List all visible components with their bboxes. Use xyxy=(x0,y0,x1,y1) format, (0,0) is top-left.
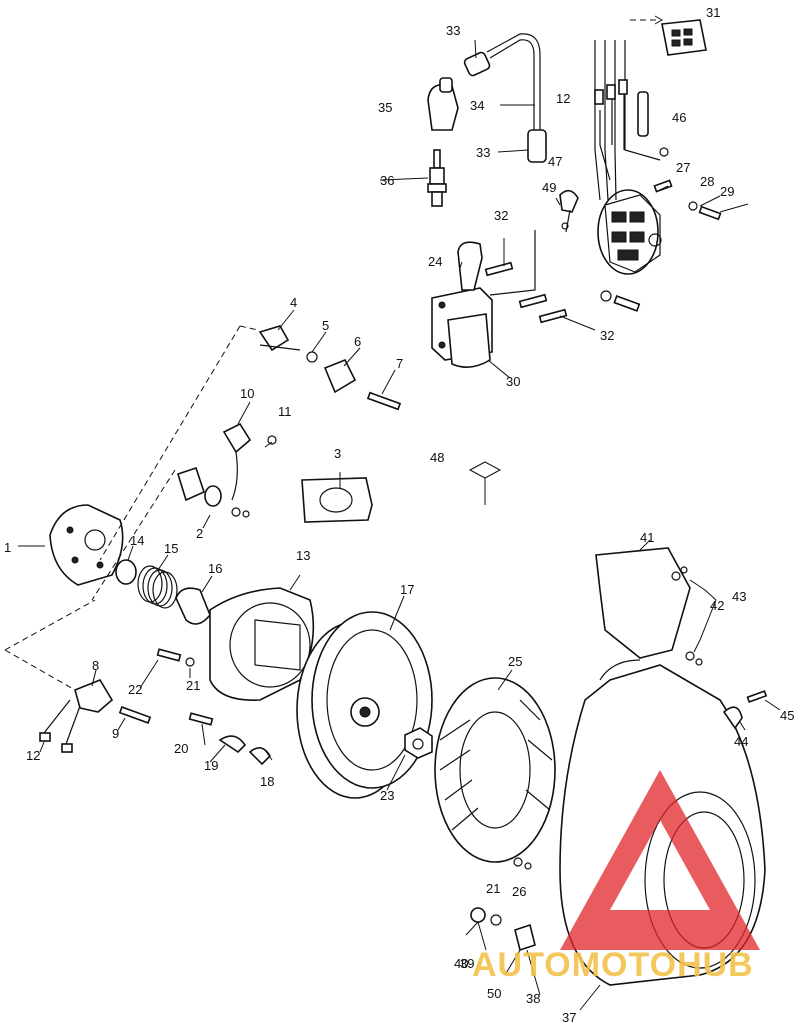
watermark-triangle xyxy=(560,770,760,950)
part-number-label: 45 xyxy=(780,708,794,723)
wire-clip-47 xyxy=(559,189,579,233)
part-number-label: 30 xyxy=(506,374,520,389)
part-number-label: 17 xyxy=(400,582,414,597)
part-number-label: 31 xyxy=(706,5,720,20)
part-number-label: 18 xyxy=(260,774,274,789)
nut-23 xyxy=(404,727,433,759)
part-number-label: 26 xyxy=(512,884,526,899)
part-number-label: 44 xyxy=(734,734,748,749)
shroud-bracket-41 xyxy=(595,547,703,666)
part-number-label: 23 xyxy=(380,788,394,803)
part-number-label: 21 xyxy=(486,881,500,896)
part-number-label: 43 xyxy=(732,589,746,604)
part-number-label: 3 xyxy=(334,446,341,461)
part-number-label: 35 xyxy=(378,100,392,115)
part-number-label: 22 xyxy=(128,682,142,697)
part-number-label: 2 xyxy=(196,526,203,541)
starter-cup-13 xyxy=(209,587,315,701)
part-number-label: 13 xyxy=(296,548,310,563)
part-number-label: 10 xyxy=(240,386,254,401)
part-number-label: 6 xyxy=(354,334,361,349)
part-number-label: 36 xyxy=(380,173,394,188)
bracket-44-45 xyxy=(722,690,768,730)
part-number-label: 33 xyxy=(476,145,490,160)
leader-lines xyxy=(18,39,781,1011)
part-number-label: 48 xyxy=(430,450,444,465)
ignition-coil-lead xyxy=(463,33,547,296)
screws-27-29 xyxy=(600,179,722,312)
part-number-label: 34 xyxy=(470,98,484,113)
part-number-label: 8 xyxy=(92,658,99,673)
part-number-label: 11 xyxy=(278,404,292,419)
watermark-text: AUTOMOTOHUB xyxy=(472,946,754,984)
part-number-label: 20 xyxy=(174,741,188,756)
part-number-label: 4 xyxy=(290,295,297,310)
sleeve-46 xyxy=(637,91,649,137)
part-number-label: 32 xyxy=(600,328,614,343)
part-number-label: 38 xyxy=(526,991,540,1006)
part-number-label: 5 xyxy=(322,318,329,333)
spark-plug xyxy=(427,149,447,207)
screws-flywheel xyxy=(156,648,271,766)
part-number-label: 12 xyxy=(26,748,40,763)
bushing-2 xyxy=(91,466,222,601)
part-number-label: 27 xyxy=(676,160,690,175)
part-number-label: 16 xyxy=(208,561,222,576)
part-number-label: 19 xyxy=(204,758,218,773)
watermark-logo: AUTOMOTOHUB xyxy=(472,770,760,984)
part-number-label: 50 xyxy=(487,986,501,1001)
part-number-label: 33 xyxy=(446,23,460,38)
spring-and-ring xyxy=(115,559,211,625)
part-number-label: 14 xyxy=(130,533,144,548)
flywheel-17 xyxy=(296,611,433,799)
part-number-label: 21 xyxy=(186,678,200,693)
part-number-label: 46 xyxy=(672,110,686,125)
breaker-housing-3 xyxy=(301,477,373,523)
connector-block xyxy=(630,15,707,56)
part-number-label: 25 xyxy=(508,654,522,669)
part-number-label: 37 xyxy=(562,1010,576,1025)
points-set-4-6 xyxy=(99,325,402,561)
part-number-label: 28 xyxy=(700,174,714,189)
part-number-label: 40 xyxy=(454,956,468,971)
condenser-10 xyxy=(222,422,277,518)
part-labels: 1234567891011121213141516171819202121222… xyxy=(4,5,794,1025)
part-number-label: 1 xyxy=(4,540,11,555)
points-8 xyxy=(4,599,152,753)
part-number-label: 47 xyxy=(548,154,562,169)
ignition-coil xyxy=(431,241,568,368)
spark-plug-cap xyxy=(427,77,459,131)
wiring-harness xyxy=(594,40,669,201)
nuts-38-40 xyxy=(470,857,536,952)
part-number-label: 41 xyxy=(640,530,654,545)
part-number-label: 7 xyxy=(396,356,403,371)
part-number-label: 39 xyxy=(460,956,474,971)
part-number-label: 15 xyxy=(164,541,178,556)
fan-25 xyxy=(434,677,556,863)
part-number-label: 29 xyxy=(720,184,734,199)
stator-plate xyxy=(597,189,662,275)
backing-plate xyxy=(49,504,124,586)
part-number-label: 12 xyxy=(556,91,570,106)
part-number-label: 9 xyxy=(112,726,119,741)
part-number-label: 49 xyxy=(542,180,556,195)
part-number-label: 42 xyxy=(710,598,724,613)
part-number-label: 24 xyxy=(428,254,442,269)
part-number-label: 32 xyxy=(494,208,508,223)
